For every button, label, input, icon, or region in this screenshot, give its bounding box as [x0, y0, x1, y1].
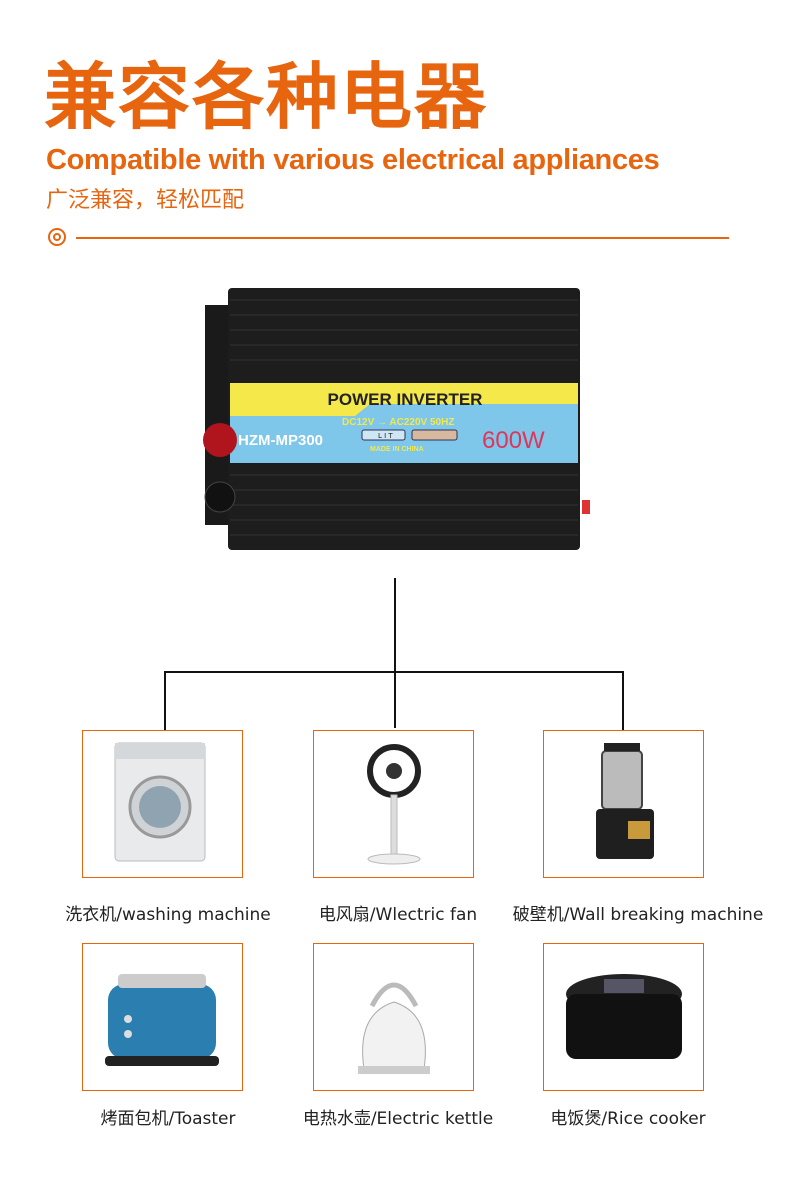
blender-image [543, 730, 704, 878]
appliance-label: 烤面包机/Toaster [100, 1109, 236, 1129]
toaster-image [82, 943, 243, 1091]
washing-machine-image [82, 730, 243, 878]
fan-image [313, 730, 474, 878]
product-switch: L I T [378, 432, 393, 440]
target-icon [48, 228, 66, 246]
appliance-label: 洗衣机/washing machine [65, 905, 271, 925]
connector-bar [164, 671, 624, 673]
product-power: 600W [482, 427, 545, 454]
page-title: 兼容各种电器 [44, 55, 489, 139]
subtitle: Compatible with various electrical appli… [46, 144, 660, 176]
kettle-image [313, 943, 474, 1091]
connector-left [164, 671, 166, 730]
product-label: POWER INVERTER [328, 390, 483, 409]
subtitle-cn: 广泛兼容，轻松匹配 [46, 188, 245, 213]
inverter-image: POWER INVERTER HZM-MP300 DC12V → AC220V … [200, 285, 595, 560]
rice-cooker-image [543, 943, 704, 1091]
connector-trunk [394, 578, 396, 728]
connector-right [622, 671, 624, 730]
appliance-label: 电饭煲/Rice cooker [550, 1109, 706, 1129]
appliance-label: 电热水壶/Electric kettle [302, 1109, 494, 1129]
product-origin: MADE IN CHINA [370, 446, 424, 453]
product-model: HZM-MP300 [238, 432, 323, 449]
product-spec: DC12V → AC220V 50HZ [342, 417, 454, 428]
appliance-label: 破壁机/Wall breaking machine [512, 905, 764, 925]
divider [76, 237, 729, 239]
appliance-label: 电风扇/Wlectric fan [318, 905, 478, 925]
